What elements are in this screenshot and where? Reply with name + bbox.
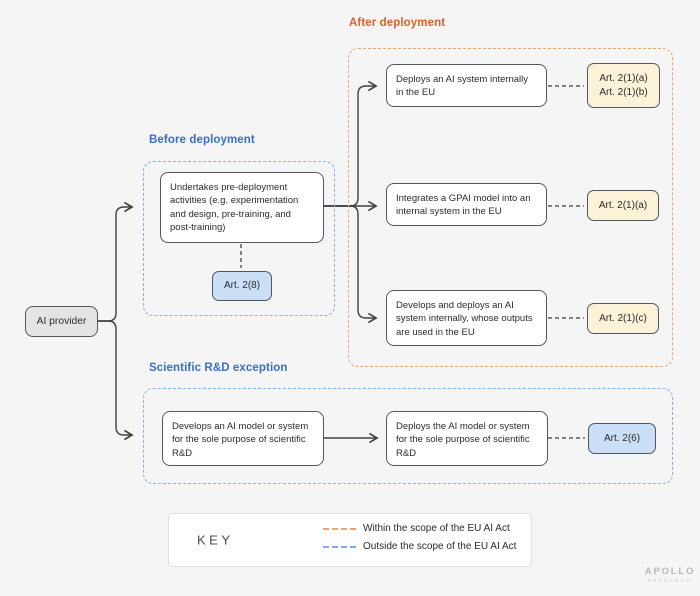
article-line: Art. 2(1)(a): [599, 72, 648, 84]
key-item-outside-scope: Outside the scope of the EU AI Act: [323, 541, 516, 552]
section-title-after-deployment: After deployment: [349, 17, 446, 29]
apollo-research-logo: APOLLO RESEARCH: [644, 566, 696, 583]
key-item-label: Outside the scope of the EU AI Act: [363, 541, 517, 552]
section-before-deployment-frame: [143, 161, 335, 316]
node-integrates-gpai-model: Integrates a GPAI model into an internal…: [386, 183, 547, 226]
node-deploys-for-scientific-rd: Deploys the AI model or system for the s…: [386, 411, 548, 466]
section-title-before-deployment: Before deployment: [149, 134, 255, 146]
within-scope-dash-icon: [323, 527, 356, 530]
node-deploys-ai-system-internally: Deploys an AI system internally in the E…: [386, 64, 547, 107]
key-label: KEY: [197, 532, 234, 548]
key-item-label: Within the scope of the EU AI Act: [363, 523, 510, 534]
article-badge-art-2-1-c: Art. 2(1)(c): [587, 303, 659, 334]
logo-wordmark: APOLLO: [644, 566, 696, 577]
outside-scope-dash-icon: [323, 545, 356, 548]
section-after-deployment-frame: [348, 48, 673, 367]
section-title-scientific-rd: Scientific R&D exception: [149, 362, 288, 374]
arrow-provider-to-scientific: [97, 320, 134, 441]
article-line: Art. 2(1)(b): [599, 86, 648, 98]
logo-subtitle: RESEARCH: [647, 578, 693, 583]
node-develops-and-deploys-internally: Develops and deploys an AI system intern…: [386, 290, 547, 346]
node-ai-provider: AI provider: [25, 306, 98, 337]
section-scientific-rd-frame: [143, 388, 673, 484]
key-items: Within the scope of the EU AI Act Outsid…: [323, 523, 516, 552]
key-item-within-scope: Within the scope of the EU AI Act: [323, 523, 516, 534]
arrow-provider-to-before: [97, 201, 134, 322]
key-legend: KEY Within the scope of the EU AI Act Ou…: [168, 513, 532, 567]
article-badge-art-2-1-a-b: Art. 2(1)(a) Art. 2(1)(b): [587, 63, 660, 108]
node-develops-for-scientific-rd: Develops an AI model or system for the s…: [162, 411, 324, 466]
node-pre-deployment-activities: Undertakes pre-deployment activities (e.…: [160, 172, 324, 243]
article-badge-art-2-8: Art. 2(8): [212, 271, 272, 301]
article-badge-art-2-6: Art. 2(6): [588, 423, 656, 454]
article-badge-art-2-1-a: Art. 2(1)(a): [587, 190, 659, 221]
